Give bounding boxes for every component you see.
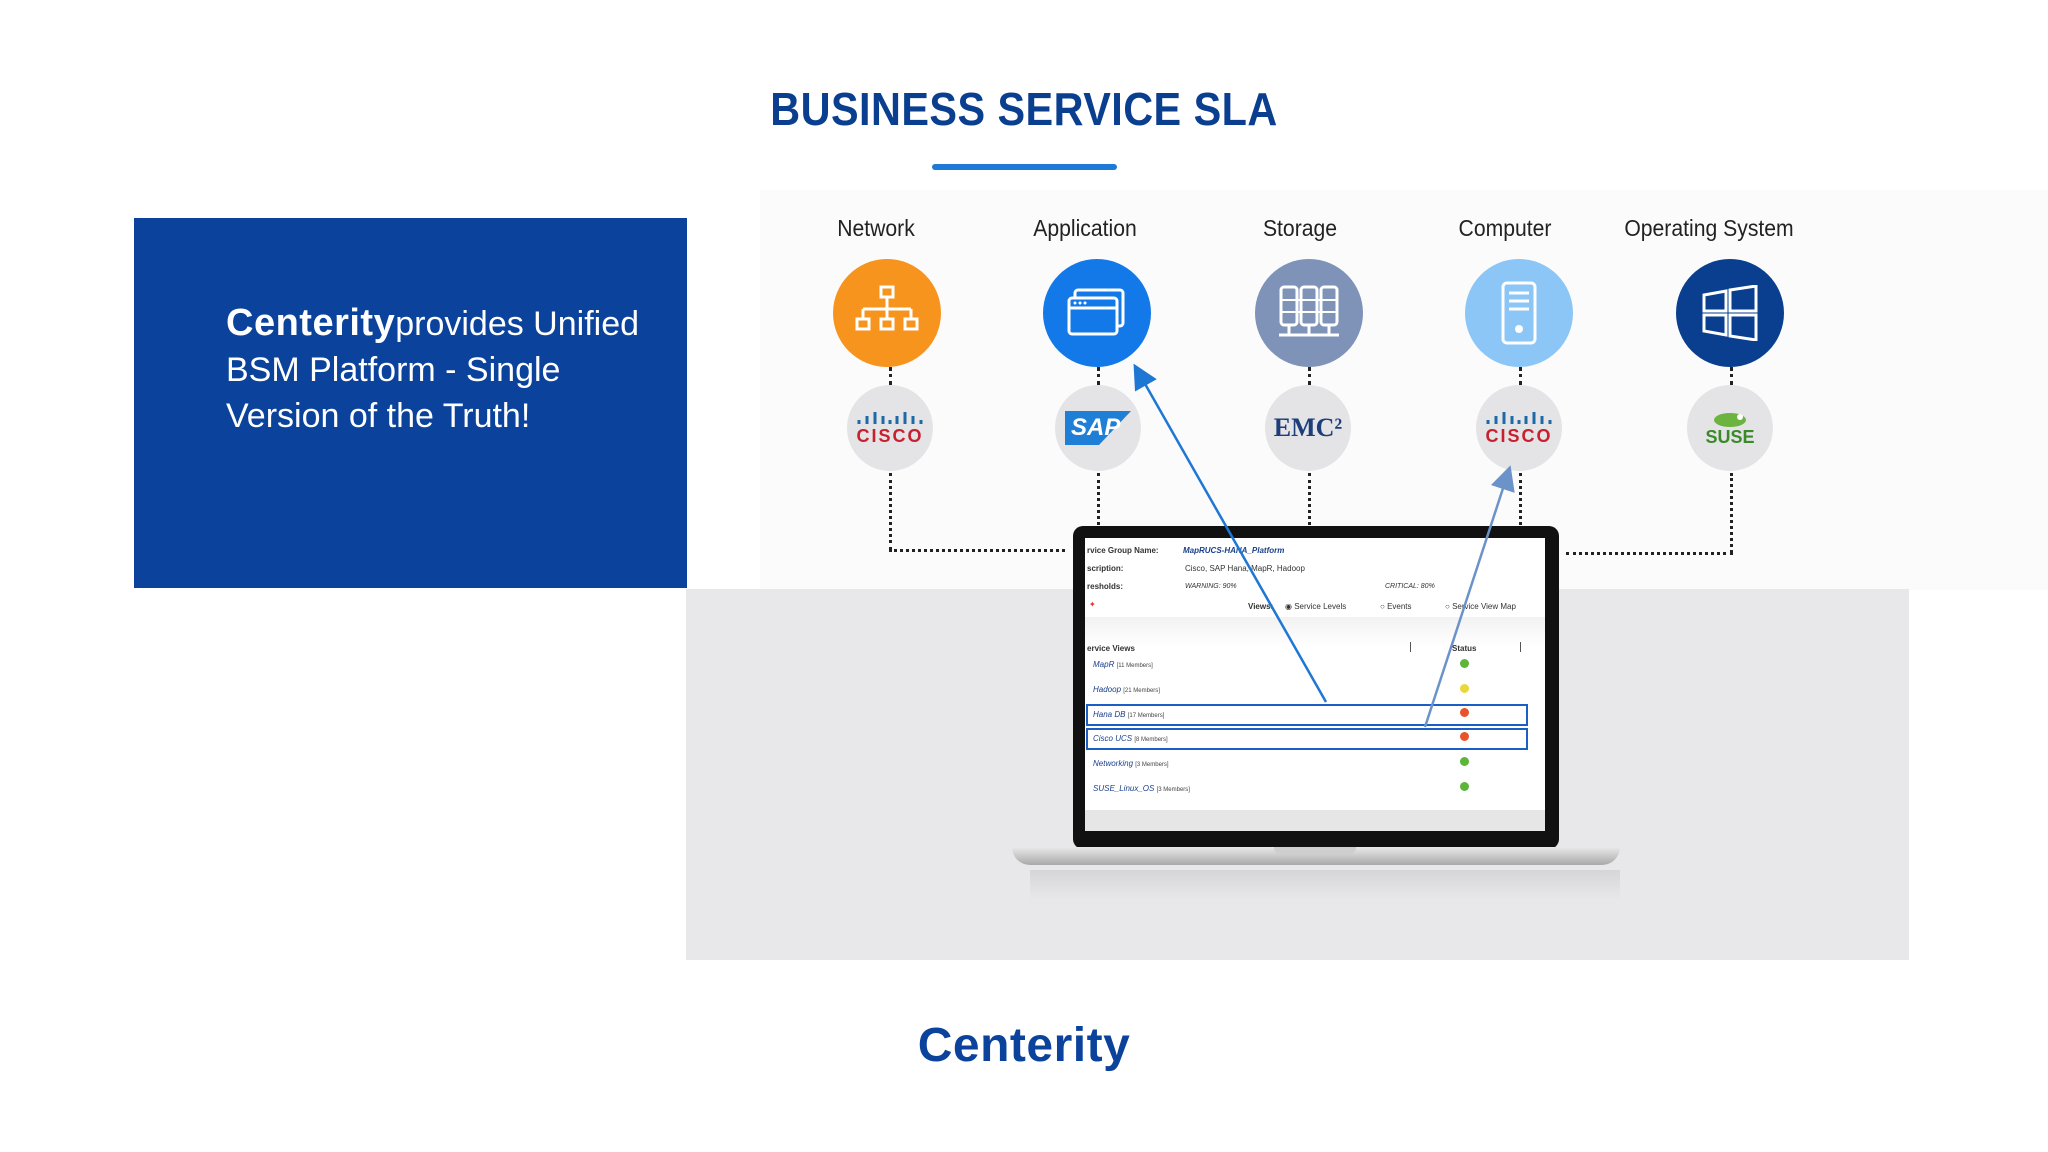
laptop-base [1012, 847, 1620, 865]
view-option-service-levels[interactable]: ◉ Service Levels [1285, 602, 1347, 611]
connector-line [1097, 367, 1100, 385]
cisco-logo: CISCO [1476, 385, 1562, 471]
category-label-operating-system: Operating System [1624, 215, 1794, 241]
tagline-panel [134, 218, 687, 588]
connector-line [1730, 473, 1733, 553]
status-indicator [1460, 659, 1469, 668]
table-row[interactable]: Cisco UCS [8 Members] [1093, 734, 1168, 743]
pin-icon[interactable]: ✦ [1089, 600, 1096, 609]
tagline-brand: Centerity [226, 302, 396, 344]
laptop-notch [1274, 847, 1356, 854]
connector-line [1519, 473, 1522, 525]
vendor-text-computer: CISCO [1485, 425, 1553, 446]
tagline-text: Centerityprovides Unified BSM Platform -… [226, 300, 646, 439]
highlight-box [1086, 728, 1528, 750]
windows-icon [1676, 259, 1784, 367]
highlight-box [1086, 704, 1528, 726]
view-option-events[interactable]: ○ Events [1380, 602, 1412, 611]
critical-threshold: CRITICAL: 80% [1385, 583, 1435, 590]
view-option-label: Service Levels [1294, 602, 1347, 611]
application-window-icon [1043, 259, 1151, 367]
row-name: Hadoop [1093, 685, 1122, 694]
table-row[interactable]: Hana DB [17 Members] [1093, 710, 1164, 719]
description-value: Cisco, SAP Hana, MapR, Hadoop [1185, 564, 1305, 573]
row-members: [8 Members] [1134, 737, 1168, 743]
connector-line [1566, 552, 1733, 555]
category-label-network: Network [837, 215, 915, 241]
category-label-application: Application [1033, 215, 1137, 241]
tagline-line2: BSM Platform - Single [226, 351, 561, 389]
status-indicator [1460, 684, 1469, 693]
view-option-label: Service View Map [1452, 602, 1516, 611]
description-label: scription: [1087, 564, 1124, 573]
row-name: Networking [1093, 759, 1134, 768]
category-label-computer: Computer [1458, 215, 1552, 241]
connector-line [1308, 473, 1311, 525]
views-label: Views: [1248, 602, 1274, 611]
suse-logo: SUSE [1687, 385, 1773, 471]
connector-line [1730, 367, 1733, 385]
connector-line [1308, 367, 1311, 385]
tagline-line1: provides Unified [395, 305, 640, 343]
laptop-shadow [1030, 870, 1620, 900]
diagram-background [760, 190, 2048, 590]
row-name: SUSE_Linux_OS [1093, 784, 1155, 793]
connector-line [889, 473, 892, 550]
service-group-value: MapRUCS-HANA_Platform [1183, 546, 1285, 555]
emc-logo: EMC² [1265, 385, 1351, 471]
vendor-text-network: CISCO [856, 425, 924, 446]
page-title: BUSINESS SERVICE SLA [770, 83, 1278, 135]
column-header-views: ervice Views [1087, 644, 1135, 653]
table-row[interactable]: MapR [11 Members] [1093, 660, 1153, 669]
computer-tower-icon [1465, 259, 1573, 367]
row-name: MapR [1093, 660, 1115, 669]
footer-logo: Centerity [917, 1019, 1131, 1072]
status-indicator [1460, 732, 1469, 741]
row-members: [11 Members] [1116, 663, 1153, 669]
connector-line [1519, 367, 1522, 385]
status-indicator [1460, 708, 1469, 717]
connector-line [889, 367, 892, 385]
warning-threshold: WARNING: 90% [1185, 583, 1237, 590]
column-header-status: Status [1452, 644, 1477, 653]
connector-line [889, 549, 1065, 552]
tagline-line3: Version of the Truth! [226, 397, 531, 435]
connector-line [1097, 473, 1100, 525]
arrow-hana-to-application [1133, 363, 1328, 703]
row-members: [3 Members] [1156, 787, 1190, 793]
row-members: [17 Members] [1127, 713, 1165, 719]
title-underline [932, 164, 1117, 170]
view-option-label: Events [1387, 602, 1412, 611]
thresholds-label: resholds: [1087, 582, 1124, 591]
row-members: [3 Members] [1135, 762, 1169, 768]
status-indicator [1460, 757, 1469, 766]
view-option-service-view-map[interactable]: ○ Service View Map [1445, 602, 1516, 611]
table-row[interactable]: SUSE_Linux_OS [3 Members] [1093, 784, 1190, 793]
vendor-text-operating-system: SUSE [1705, 426, 1755, 447]
category-label-storage: Storage [1262, 215, 1338, 241]
service-group-label: rvice Group Name: [1087, 546, 1159, 555]
row-name: Cisco UCS [1093, 734, 1133, 743]
arrow-ucs-to-computer [1423, 465, 1515, 728]
row-members: [21 Members] [1123, 688, 1160, 694]
cisco-logo: CISCO [847, 385, 933, 471]
vendor-text-application: SAP [1071, 414, 1121, 441]
table-row[interactable]: Hadoop [21 Members] [1093, 685, 1160, 694]
vendor-text-storage: EMC² [1273, 413, 1343, 442]
row-name: Hana DB [1093, 710, 1126, 719]
table-row[interactable]: Networking [3 Members] [1093, 759, 1169, 768]
status-indicator [1460, 782, 1469, 791]
sap-logo: SAP [1055, 385, 1141, 471]
network-hierarchy-icon [833, 259, 941, 367]
storage-server-icon [1255, 259, 1363, 367]
